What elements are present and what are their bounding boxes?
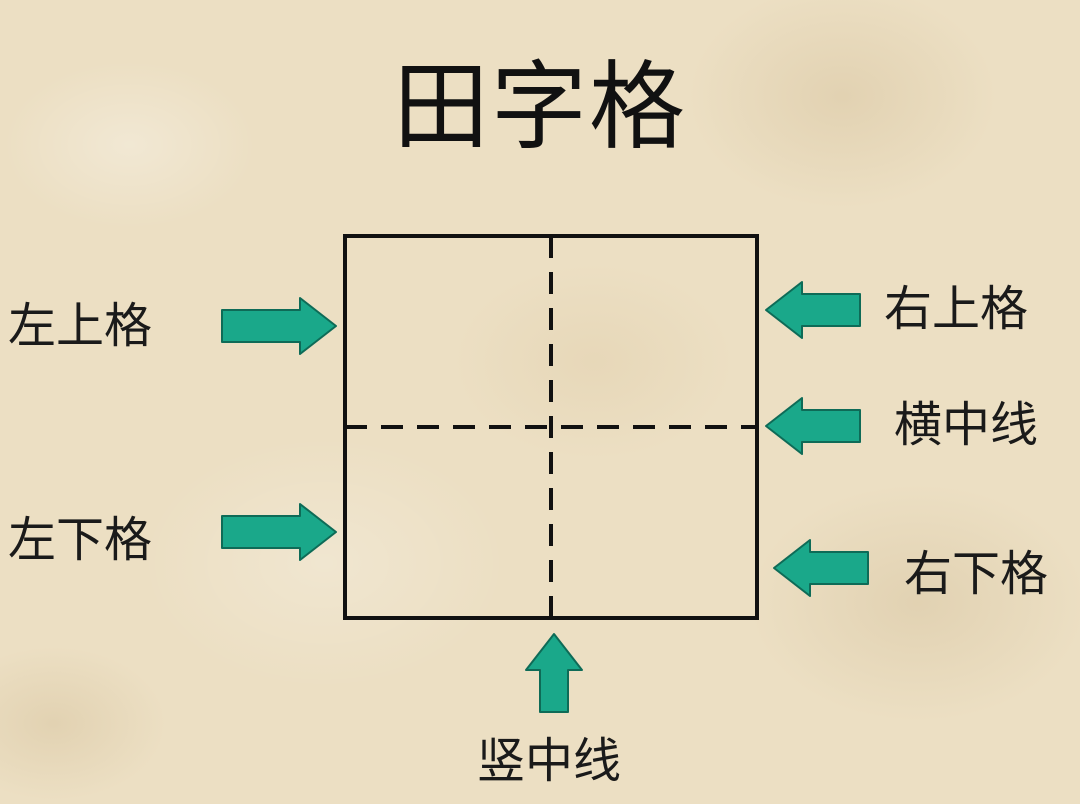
right-arrow-icon xyxy=(221,297,337,355)
left-arrow-icon xyxy=(773,539,869,597)
label-top-right-cell: 右上格 xyxy=(884,281,1029,337)
label-bottom-right-cell: 右下格 xyxy=(904,546,1049,602)
diagram-title: 田字格 xyxy=(393,51,687,163)
label-bottom-left-cell: 左下格 xyxy=(8,512,153,568)
up-arrow-icon xyxy=(525,633,583,713)
left-arrow-icon xyxy=(765,281,861,339)
left-arrow-icon xyxy=(765,397,861,455)
label-top-left-cell: 左上格 xyxy=(8,298,153,354)
label-horizontal-center-line: 横中线 xyxy=(894,397,1039,453)
label-vertical-center-line: 竖中线 xyxy=(477,733,622,789)
right-arrow-icon xyxy=(221,503,337,561)
